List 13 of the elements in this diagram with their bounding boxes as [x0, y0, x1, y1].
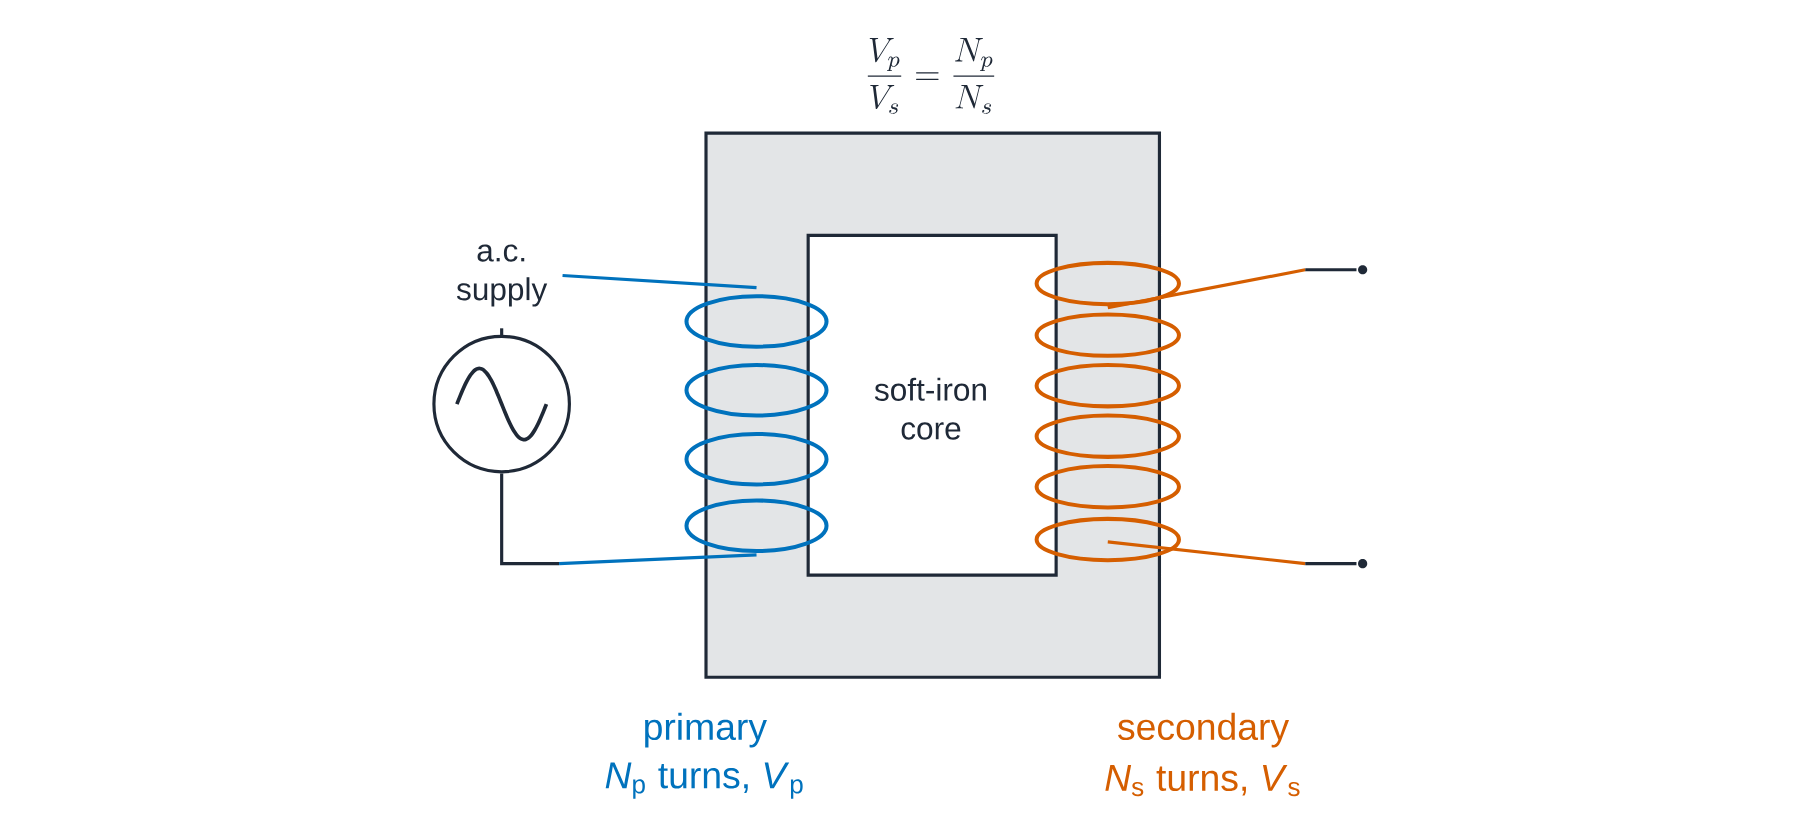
wire [562, 273, 757, 290]
terminal [1358, 265, 1368, 275]
wire [1107, 268, 1357, 310]
formula: $\frac{V_p}{V_s} = \frac{N_p}{N_s}$ [867, 37, 995, 114]
wire [1107, 540, 1357, 566]
core-label: soft-iron core [874, 377, 986, 440]
coil-label: N$_{p}$ turns, V$_{p}$ [605, 762, 803, 799]
terminal [1358, 558, 1368, 569]
coil-label: secondary [1118, 712, 1290, 748]
source-label: a.c. supply [456, 244, 548, 307]
coil-label: N$_{s}$ turns, V$_{s}$ [1105, 764, 1300, 797]
coil-label: primary [645, 712, 767, 748]
wire [500, 473, 757, 566]
